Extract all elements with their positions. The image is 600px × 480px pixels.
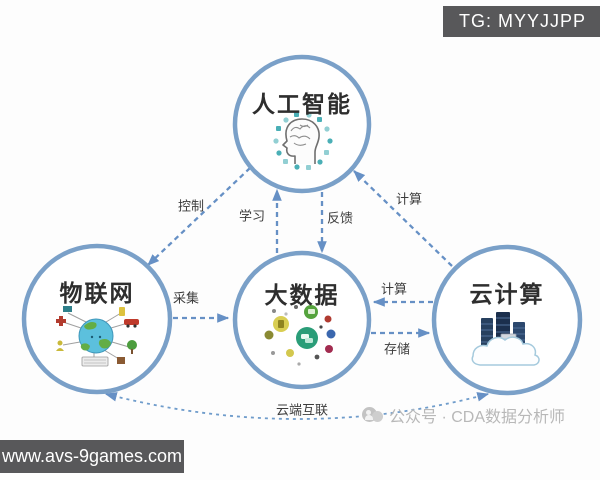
- watermark: 公众号 · CDA数据分析师: [362, 403, 565, 427]
- node-label-ai: 人工智能: [252, 91, 352, 117]
- edge-label-compute-diagonal: 计算: [395, 191, 423, 207]
- iot-connector-lines: [62, 312, 130, 360]
- tg-contact-badge: TG: MYYJJPP: [442, 6, 600, 37]
- site-url-badge: www.avs-9games.com: [0, 440, 184, 473]
- edge-label-learn: 学习: [238, 208, 266, 224]
- node-circle-bigdata: [232, 250, 372, 390]
- globe-landmasses: [80, 322, 111, 351]
- edge-compute-diagonal: [353, 170, 453, 267]
- edge-label-feedback: 反馈: [326, 210, 354, 226]
- site-url-text: www.avs-9games.com: [1, 446, 183, 466]
- diagram-edges: [147, 167, 453, 338]
- node-label-bigdata: 大数据: [264, 282, 340, 308]
- edge-label-store: 存储: [383, 341, 411, 357]
- edge-label-control: 控制: [177, 198, 205, 214]
- watermark-text: 公众号 · CDA数据分析师: [389, 409, 566, 426]
- cloud-servers-icon: [471, 312, 540, 366]
- edge-label-compute-horizontal: 计算: [380, 281, 408, 297]
- node-label-iot: 物联网: [59, 280, 135, 306]
- edge-control: [147, 167, 251, 266]
- wechat-official-account-icon: [362, 405, 384, 425]
- data-dots-icon: [264, 305, 336, 366]
- tg-contact-text: TG: MYYJJPP: [458, 11, 586, 31]
- iot-globe-icon: [56, 306, 139, 367]
- ai-icon-ring: [273, 112, 333, 170]
- iot-devices: [56, 306, 139, 367]
- edge-label-collect: 采集: [172, 290, 200, 306]
- node-label-cloud: 云计算: [469, 281, 545, 307]
- brain-head-icon: [273, 112, 333, 170]
- cloud-shape: [471, 336, 540, 366]
- brain-squiggles: [289, 124, 311, 146]
- edge-label-cloud-interconnect: 云端互联: [275, 402, 329, 418]
